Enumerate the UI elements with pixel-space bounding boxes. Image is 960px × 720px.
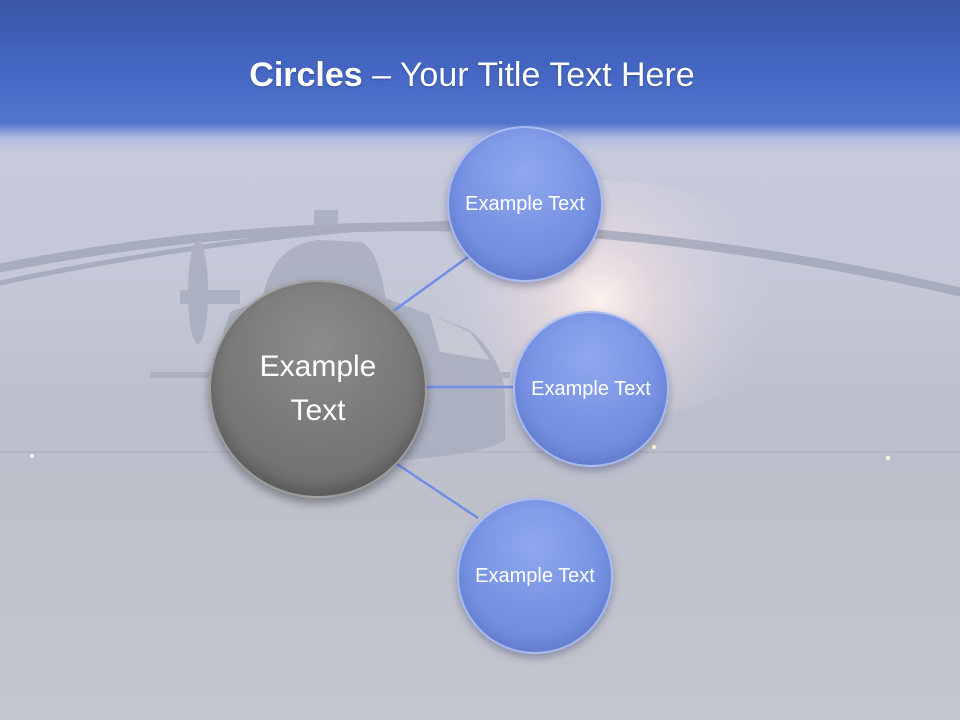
node-circle-label: Example Text	[531, 378, 651, 400]
node-circle-middle[interactable]: Example Text	[513, 311, 669, 467]
node-circle-top[interactable]: Example Text	[447, 126, 603, 282]
node-circle-label: Example Text	[475, 565, 595, 587]
header-band	[0, 0, 960, 150]
slide-title: Circles – Your Title Text Here	[0, 52, 944, 98]
title-rest-text: – Your Title Text Here	[362, 56, 695, 94]
center-circle[interactable]: Example Text	[209, 280, 427, 498]
node-circle-label: Example Text	[465, 193, 585, 215]
node-circle-bottom[interactable]: Example Text	[457, 498, 613, 654]
title-bold-text: Circles	[249, 56, 363, 94]
connector-line	[393, 460, 479, 520]
connector-line	[391, 252, 473, 314]
center-circle-label: Example Text	[259, 350, 377, 427]
